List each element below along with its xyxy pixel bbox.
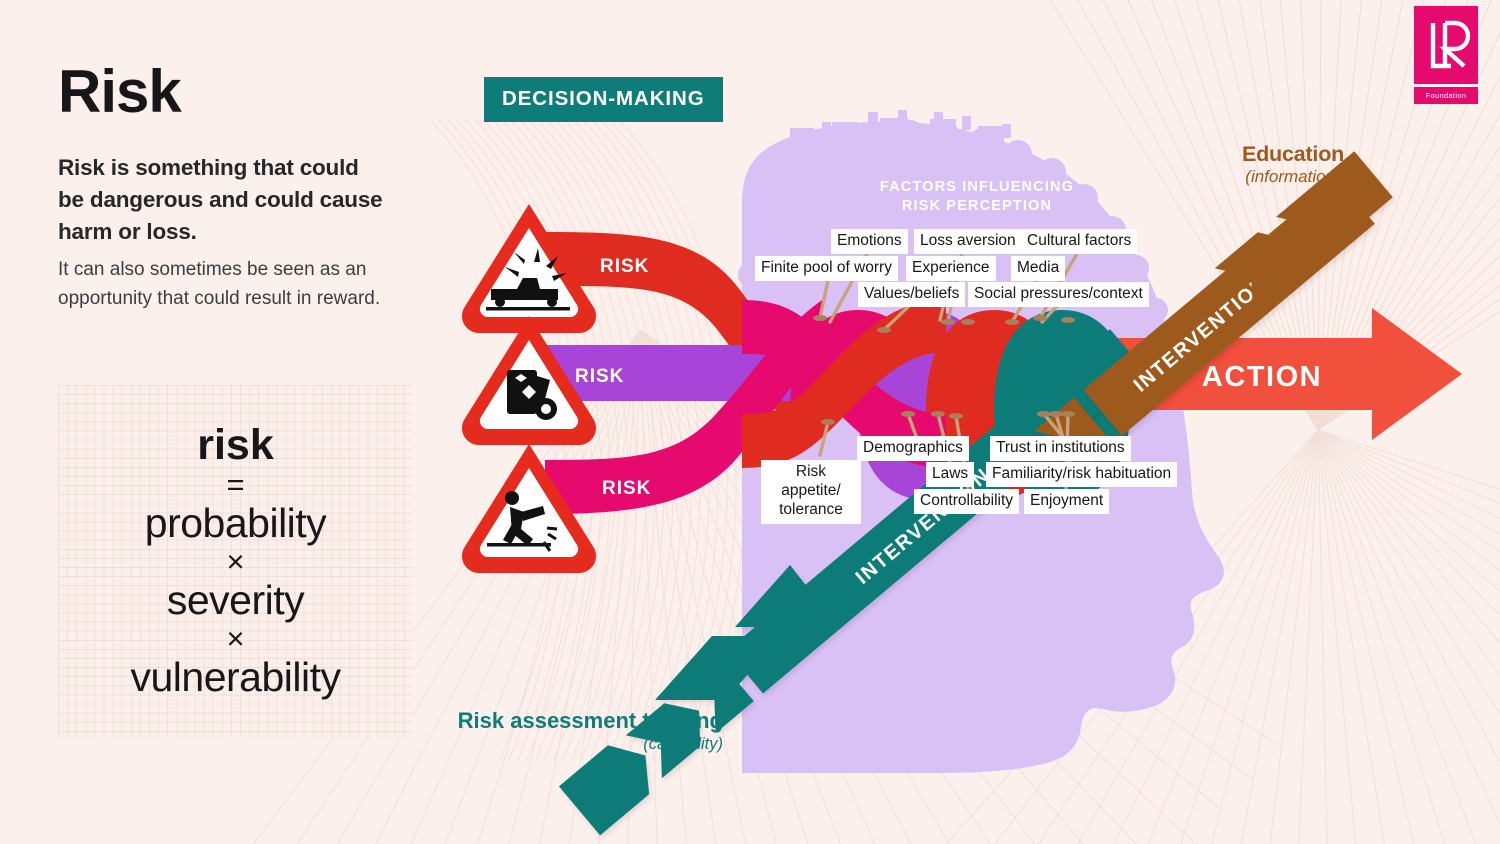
factor-label-finite-pool-of-worry: Finite pool of worry [755, 256, 898, 282]
logo-mark [1414, 6, 1478, 84]
formula-equals: = [226, 467, 245, 503]
decision-making-tag: DECISION-MAKING [484, 77, 723, 122]
factor-label-values-beliefs: Values/beliefs [858, 282, 966, 308]
factor-label-cultural-factors: Cultural factors [1021, 229, 1138, 255]
page-title: Risk [58, 58, 182, 125]
lr-foundation-logo: Foundation [1414, 6, 1478, 104]
formula-operator-2: × [226, 621, 245, 657]
factor-label-laws: Laws [926, 462, 975, 488]
factor-label-enjoyment: Enjoyment [1024, 489, 1110, 515]
risk-definition-sub: It can also sometimes be seen as an oppo… [58, 259, 381, 310]
factor-label-loss-aversion: Loss aversion [914, 229, 1022, 255]
training-title: Risk assessment training [457, 708, 723, 733]
training-intervention-label: Risk assessment training (capability) [440, 708, 723, 754]
factor-label-social-pressures: Social pressures/context [968, 282, 1149, 308]
factor-label-risk-appetite-tolerance: Risk appetite/ tolerance [761, 460, 861, 524]
factor-label-media: Media [1011, 256, 1066, 282]
education-title: Education [1241, 142, 1345, 166]
training-subtitle: (capability) [643, 734, 723, 753]
risk-definition-lead: Risk is something that could be dangerou… [58, 155, 383, 244]
risk-ribbon-label-3: RISK [602, 478, 651, 499]
factor-label-trust-in-institutions: Trust in institutions [990, 436, 1131, 462]
factor-label-emotions: Emotions [831, 229, 908, 255]
formula-operator-1: × [226, 544, 245, 580]
head-title: FACTORS INFLUENCING RISK PERCEPTION [817, 178, 1137, 215]
head-title-line-1: FACTORS INFLUENCING [879, 179, 1075, 195]
risk-ribbon-label-2: RISK [575, 366, 624, 387]
lr-monogram-icon [1430, 20, 1471, 69]
factor-label-familiarity-habituation: Familiarity/risk habituation [986, 462, 1178, 488]
factor-label-experience: Experience [906, 256, 996, 282]
education-subtitle: (information) [1245, 167, 1341, 186]
risk-ribbon-label-1: RISK [600, 256, 649, 277]
factor-label-controllability: Controllability [914, 489, 1020, 515]
logo-caption: Foundation [1414, 87, 1478, 104]
head-title-line-2: RISK PERCEPTION [901, 197, 1053, 214]
factor-label-demographics: Demographics [857, 436, 969, 462]
education-intervention-label: Education (information) [1168, 142, 1418, 187]
